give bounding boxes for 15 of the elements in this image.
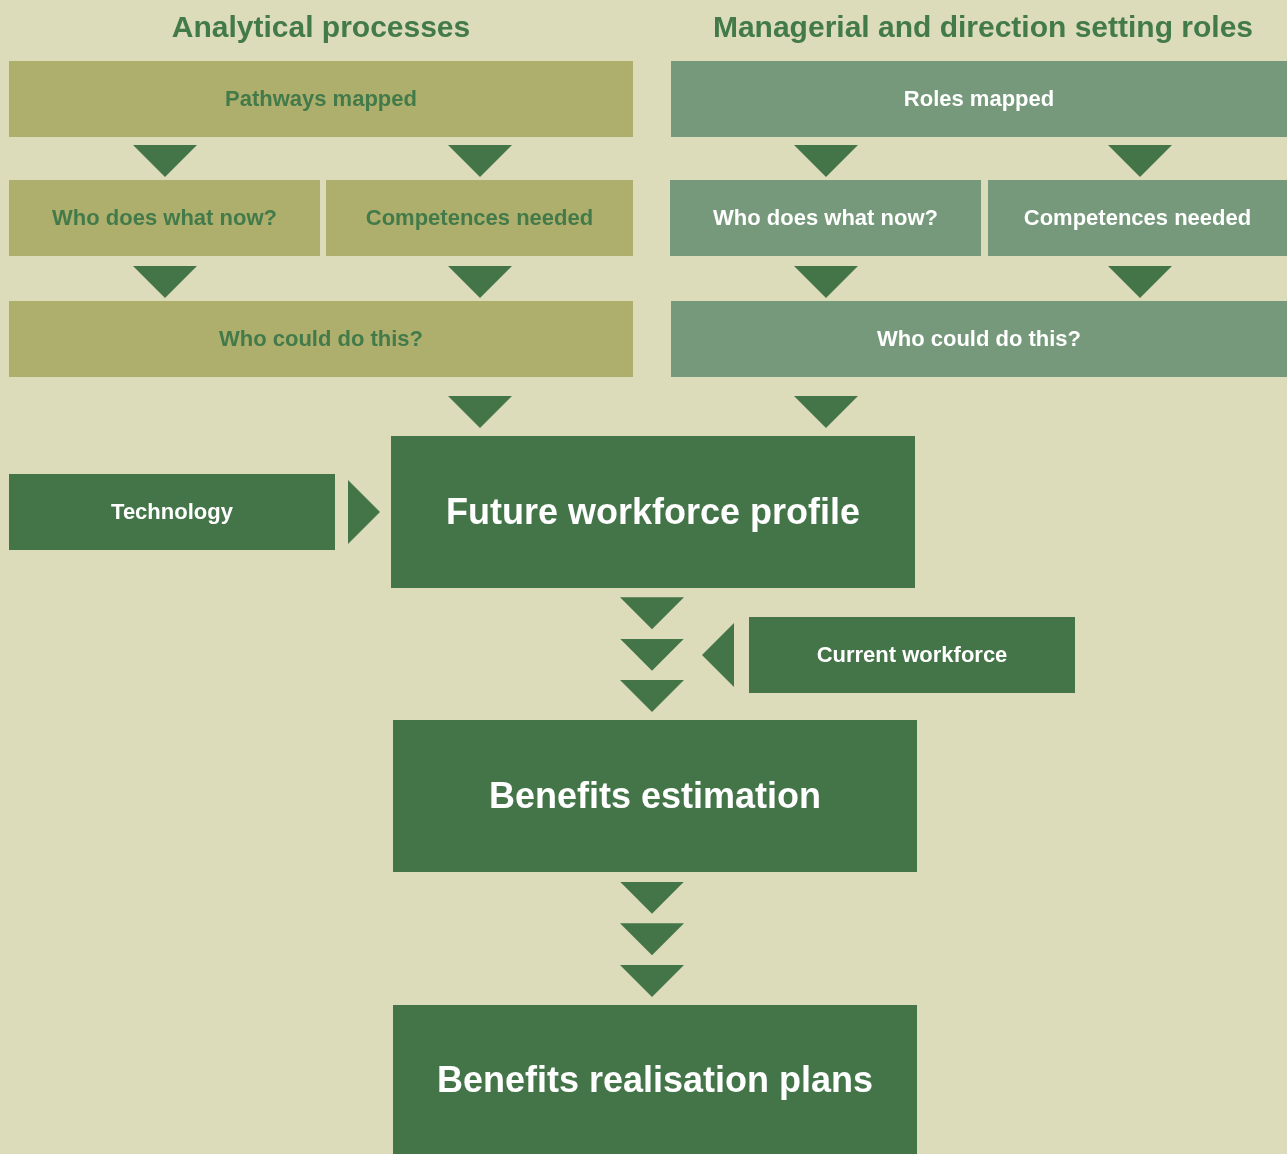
stage-box: Future workforce profile: [391, 436, 915, 588]
section-heading: Analytical processes: [171, 10, 471, 44]
process-box: Who could do this?: [671, 301, 1287, 377]
process-box: Who does what now?: [9, 180, 320, 256]
process-box: Who does what now?: [670, 180, 981, 256]
section-heading: Managerial and direction setting roles: [712, 10, 1254, 44]
process-box: Competences needed: [988, 180, 1287, 256]
process-box: Roles mapped: [671, 61, 1287, 137]
stage-box: Benefits estimation: [393, 720, 917, 872]
process-box: Pathways mapped: [9, 61, 633, 137]
process-box: Competences needed: [326, 180, 633, 256]
input-box: Technology: [9, 474, 335, 550]
stage-box: Benefits realisation plans: [393, 1005, 917, 1154]
process-box: Who could do this?: [9, 301, 633, 377]
input-box: Current workforce: [749, 617, 1075, 693]
